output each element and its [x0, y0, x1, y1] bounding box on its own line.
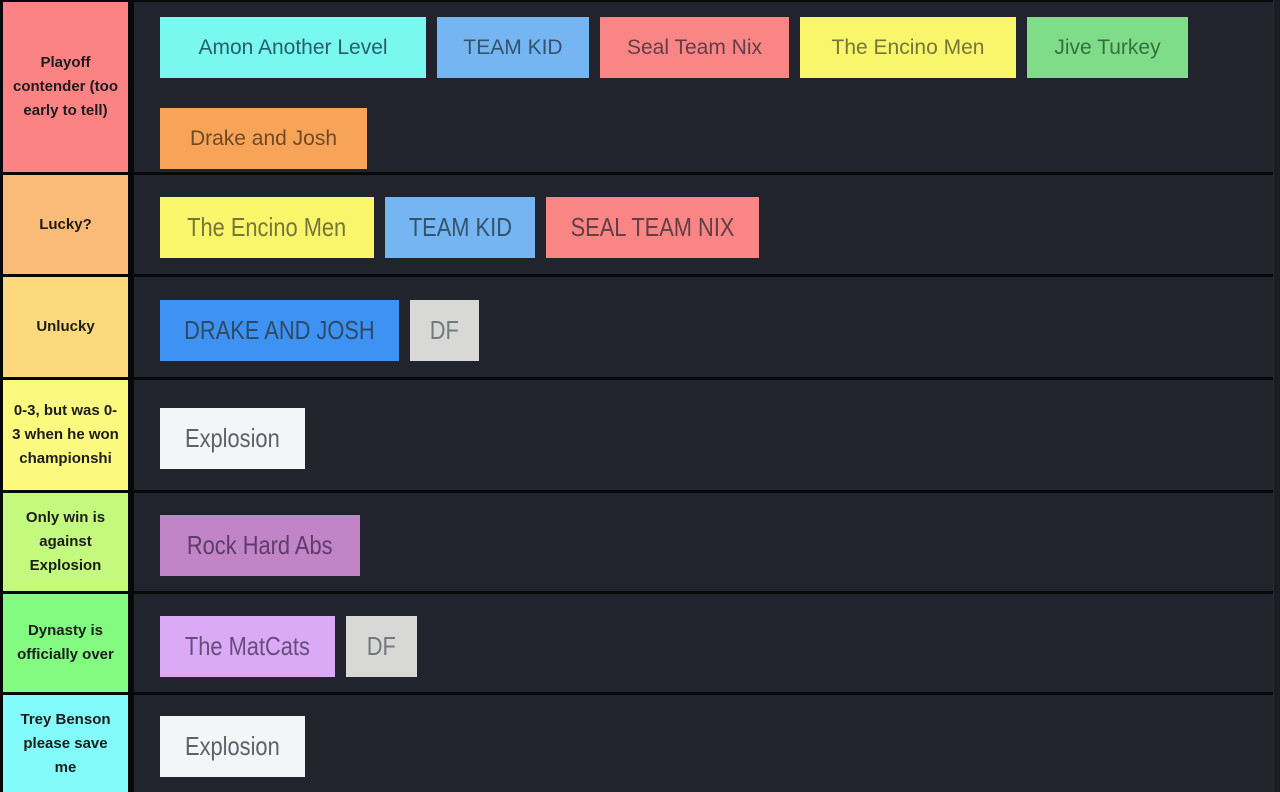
tier-dropzone-only-win-explosion[interactable]: Rock Hard Abs: [134, 493, 1273, 591]
tier-row-unlucky: Unlucky DRAKE AND JOSH DF: [3, 277, 1273, 377]
item-label: The Encino Men: [187, 212, 347, 242]
tier-dropzone-dynasty-over[interactable]: The MatCats DF: [134, 594, 1273, 692]
tier-row-lucky: Lucky? The Encino Men TEAM KID SEAL TEAM…: [3, 175, 1273, 274]
item-df[interactable]: DF: [410, 299, 479, 361]
item-explosion[interactable]: Explosion: [160, 716, 305, 777]
item-label: Rock Hard Abs: [187, 529, 333, 560]
item-label: TEAM KID: [463, 35, 563, 59]
item-label: Jive Turkey: [1054, 35, 1161, 59]
item-rock-hard-abs[interactable]: Rock Hard Abs: [160, 514, 360, 576]
item-drake-and-josh[interactable]: DRAKE AND JOSH: [160, 299, 399, 361]
tier-label-0-3-championship: 0-3, but was 0-3 when he won championshi: [3, 380, 128, 490]
tier-row-trey-benson: Trey Benson please save me Explosion: [3, 695, 1273, 792]
tier-dropzone-0-3-championship[interactable]: Explosion: [134, 380, 1273, 490]
tier-label-only-win-explosion: Only win is against Explosion: [3, 493, 128, 591]
tier-label-lucky: Lucky?: [3, 175, 128, 274]
item-label: Drake and Josh: [189, 126, 338, 150]
item-label: DF: [366, 630, 397, 661]
item-jive-turkey[interactable]: Jive Turkey: [1027, 17, 1188, 78]
tier-label-dynasty-over: Dynasty is officially over: [3, 594, 128, 692]
item-the-encino-men[interactable]: The Encino Men: [800, 17, 1016, 78]
tier-label-playoff-contender: Playoff contender (too early to tell): [3, 2, 128, 172]
item-amon-another-level[interactable]: Amon Another Level: [160, 17, 426, 78]
item-df[interactable]: DF: [346, 615, 417, 677]
item-label: DF: [429, 314, 460, 345]
tier-label-trey-benson: Trey Benson please save me: [3, 695, 128, 792]
tier-row-playoff-contender: Playoff contender (too early to tell) Am…: [3, 2, 1273, 172]
item-drake-and-josh[interactable]: Drake and Josh: [160, 108, 367, 169]
tier-row-dynasty-over: Dynasty is officially over The MatCats D…: [3, 594, 1273, 692]
item-seal-team-nix[interactable]: SEAL TEAM NIX: [546, 197, 759, 258]
tier-dropzone-trey-benson[interactable]: Explosion: [134, 695, 1273, 792]
tier-row-0-3-championship: 0-3, but was 0-3 when he won championshi…: [3, 380, 1273, 490]
item-team-kid[interactable]: TEAM KID: [385, 197, 535, 258]
item-label: Amon Another Level: [198, 35, 388, 59]
item-seal-team-nix[interactable]: Seal Team Nix: [600, 17, 789, 78]
item-label: The Encino Men: [831, 35, 985, 59]
item-the-encino-men[interactable]: The Encino Men: [160, 197, 374, 258]
tier-dropzone-lucky[interactable]: The Encino Men TEAM KID SEAL TEAM NIX: [134, 175, 1273, 274]
item-label: The MatCats: [184, 630, 310, 661]
tier-label-unlucky: Unlucky: [3, 277, 128, 377]
item-label: Seal Team Nix: [626, 35, 762, 59]
item-label: Explosion: [185, 422, 280, 453]
item-label: Explosion: [185, 731, 280, 761]
item-the-matcats[interactable]: The MatCats: [160, 615, 335, 677]
item-explosion[interactable]: Explosion: [160, 407, 305, 469]
item-label: DRAKE AND JOSH: [184, 314, 375, 345]
scrollbar-track[interactable]: [1273, 0, 1280, 792]
item-label: TEAM KID: [408, 212, 512, 242]
tier-dropzone-playoff-contender[interactable]: Amon Another Level TEAM KID Seal Team Ni…: [134, 2, 1273, 172]
item-team-kid[interactable]: TEAM KID: [437, 17, 589, 78]
tier-row-only-win-explosion: Only win is against Explosion Rock Hard …: [3, 493, 1273, 591]
item-label: SEAL TEAM NIX: [570, 212, 735, 242]
tier-dropzone-unlucky[interactable]: DRAKE AND JOSH DF: [134, 277, 1273, 377]
